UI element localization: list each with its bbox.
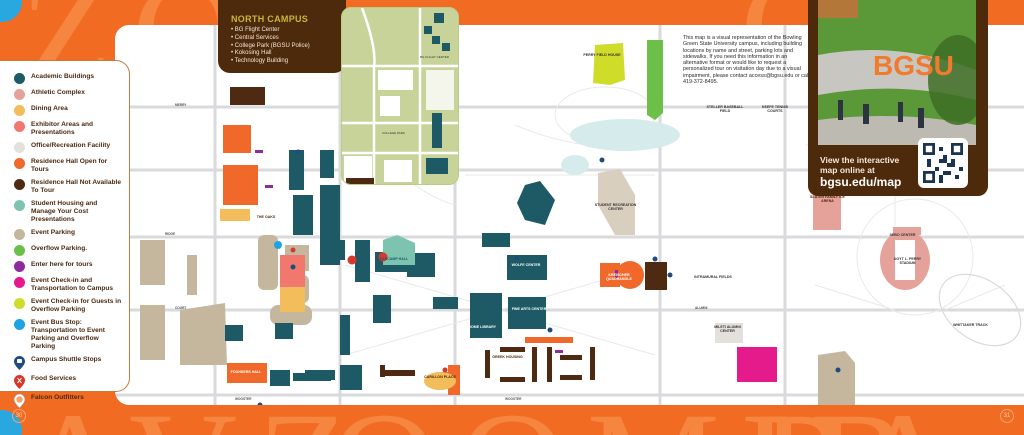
- interactive-map-promo: BGSU View the interactive map online at …: [808, 0, 988, 196]
- legend-item: Athletic Complex: [14, 89, 123, 100]
- promo-url-link[interactable]: bgsu.edu/map: [820, 175, 902, 189]
- legend-item: Academic Buildings: [14, 73, 123, 84]
- north-campus-inset-map[interactable]: BG FLIGHT CENTER COLLEGE PARK: [341, 7, 459, 185]
- svg-text:COLLEGE PARK: COLLEGE PARK: [382, 131, 405, 135]
- residence-tour-swatch-icon: [14, 158, 25, 169]
- athletic-swatch-icon: [14, 89, 25, 100]
- inset-map-graphic: BG FLIGHT CENTER COLLEGE PARK: [342, 8, 458, 184]
- legend-item: Event Bus Stop: Transportation to Event …: [14, 319, 123, 351]
- food-services-icon: [14, 375, 25, 389]
- qr-code-icon: [923, 143, 963, 183]
- street-merry: MERRY: [175, 103, 187, 107]
- legend-item: Dining Area: [14, 105, 123, 116]
- legend-item: Residence Hall Not Available To Tour: [14, 179, 123, 195]
- accessibility-note: This map is a visual representation of t…: [683, 35, 810, 86]
- checkin-campus-swatch-icon: [14, 277, 25, 288]
- street-alumni: ALUMNI: [695, 306, 708, 310]
- legend-item: Office/Recreation Facility: [14, 142, 123, 153]
- street-wooster: WOOSTER: [235, 397, 252, 401]
- street-ridge: RIDGE: [165, 232, 176, 236]
- dining-swatch-icon: [14, 105, 25, 116]
- street-court: COURT: [175, 306, 187, 310]
- corner-accent: [0, 0, 22, 22]
- legend-item: Event Parking: [14, 229, 123, 240]
- shuttle-stop-icon: [14, 356, 25, 370]
- falcon-outfitters-icon: [14, 394, 25, 408]
- legend-item: Event Check-in and Transportation to Cam…: [14, 277, 123, 293]
- north-campus-item: College Park (BGSU Police): [231, 43, 346, 51]
- map-graphic: [115, 25, 1024, 405]
- residence-no-tour-swatch-icon: [14, 179, 25, 190]
- event-parking-swatch-icon: [14, 229, 25, 240]
- legend-item: Falcon Outfitters: [14, 394, 123, 408]
- qr-code[interactable]: [918, 138, 968, 188]
- exhibitor-swatch-icon: [14, 121, 25, 132]
- legend-item: Food Services: [14, 375, 123, 389]
- checkin-overflow-swatch-icon: [14, 298, 25, 309]
- legend-item: Campus Shuttle Stops: [14, 356, 123, 370]
- legend-item: Exhibitor Areas and Presentations: [14, 121, 123, 137]
- office-swatch-icon: [14, 142, 25, 153]
- map-legend: Academic Buildings Athletic Complex Dini…: [0, 60, 130, 408]
- north-campus-item: Kokosing Hall: [231, 50, 346, 58]
- bus-stop-swatch-icon: [14, 319, 25, 330]
- legend-item: Event Check-in for Guests in Overflow Pa…: [14, 298, 123, 314]
- legend-item: Enter here for tours: [14, 261, 123, 272]
- student-housing-swatch-icon: [14, 200, 25, 211]
- north-campus-panel: NORTH CAMPUS BG Flight Center Central Se…: [218, 0, 346, 73]
- svg-text:BGSU: BGSU: [873, 50, 954, 81]
- promo-caption: View the interactive map online at: [820, 155, 900, 175]
- north-campus-item: Central Services: [231, 35, 346, 43]
- street-wooster-2: WOOSTER: [505, 397, 522, 401]
- tour-entry-swatch-icon: [14, 261, 25, 272]
- overflow-parking-swatch-icon: [14, 245, 25, 256]
- north-campus-item: BG Flight Center: [231, 27, 346, 35]
- legend-item: Residence Hall Open for Tours: [14, 158, 123, 174]
- svg-text:BG FLIGHT CENTER: BG FLIGHT CENTER: [420, 55, 450, 59]
- north-campus-title: NORTH CAMPUS: [231, 14, 309, 24]
- academic-swatch-icon: [14, 73, 25, 84]
- north-campus-list: BG Flight Center Central Services Colleg…: [231, 27, 346, 66]
- campus-photo: BGSU: [818, 0, 976, 145]
- legend-item: Overflow Parking.: [14, 245, 123, 256]
- page-number-left: 30: [12, 409, 26, 423]
- legend-item: Student Housing and Manage Your Cost Pre…: [14, 200, 123, 224]
- page-number-right: 31: [1000, 409, 1014, 423]
- north-campus-item: Technology Building: [231, 58, 346, 66]
